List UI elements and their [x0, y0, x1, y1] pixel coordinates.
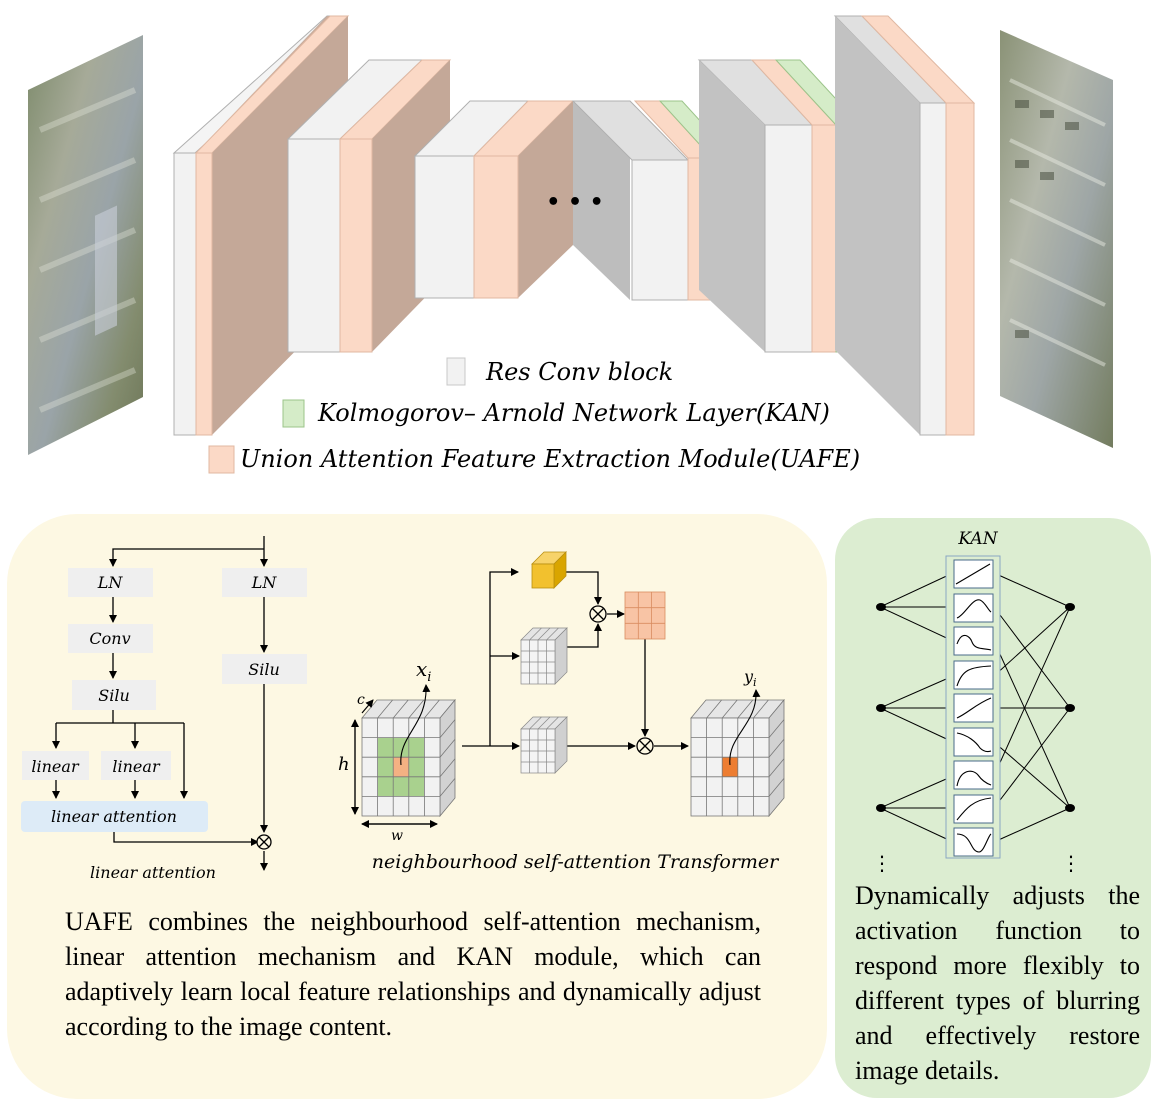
nsa-flow-arrows: [462, 568, 689, 755]
silu-left-box: Silu: [72, 680, 156, 710]
decoder-stage-1: [833, 15, 976, 436]
svg-text:LN: LN: [251, 573, 278, 592]
svg-text:linear: linear: [112, 757, 161, 776]
svg-text:linear attention: linear attention: [51, 807, 177, 826]
kan-description: Dynamically adjusts the activation funct…: [855, 881, 1140, 1085]
kan-vdots-left: ⋮: [872, 851, 892, 875]
kan-activation-column: [945, 555, 1001, 859]
linear-attention-caption: linear attention: [90, 863, 216, 882]
linear-box-1: linear: [22, 751, 89, 780]
legend-swatch-kan: [282, 399, 305, 428]
c-label: c: [357, 692, 365, 708]
attention-map-grid: [624, 591, 666, 640]
ln-left-box: LN: [68, 568, 153, 597]
svg-text:linear: linear: [31, 757, 80, 776]
linear-attention-branch: [52, 536, 272, 871]
nsa-output-grid: [690, 689, 785, 818]
svg-text:Silu: Silu: [248, 660, 280, 679]
svg-text:Conv: Conv: [89, 629, 130, 648]
legend-label-uafe: Union Attention Feature Extraction Modul…: [240, 445, 860, 473]
legend-label-res-conv: Res Conv block: [485, 358, 673, 386]
uafe-description: UAFE combines the neighbourhood self-att…: [65, 907, 761, 1041]
query-cube: [531, 551, 567, 589]
w-label: w: [391, 828, 403, 844]
ellipsis-dots: • • •: [546, 190, 604, 215]
legend-label-kan: Kolmogorov– Arnold Network Layer(KAN): [317, 399, 830, 427]
input-blurred-image: [28, 35, 143, 455]
nsa-input-grid: [361, 684, 456, 818]
ln-right-box: LN: [222, 568, 307, 597]
linear-box-2: linear: [101, 751, 171, 780]
silu-right-box: Silu: [222, 654, 307, 684]
linear-attention-box: linear attention: [21, 801, 208, 832]
kan-nodes: [876, 603, 1075, 812]
kan-network: [879, 572, 1071, 843]
nsa-caption: neighbourhood self-attention Transformer: [372, 851, 780, 873]
bottleneck-block: [571, 100, 690, 301]
encoder-stage-3: [413, 100, 575, 299]
kan-title: KAN: [957, 529, 998, 549]
key-grid: [520, 627, 568, 685]
conv-box: Conv: [68, 624, 153, 653]
value-grid: [520, 716, 568, 774]
h-label: h: [338, 754, 350, 775]
output-restored-image: [1000, 30, 1113, 448]
dimension-arrows: [351, 699, 438, 828]
x-i-label: xi: [416, 657, 431, 685]
y-i-label: yi: [743, 667, 757, 689]
decoder-stage-2: [697, 59, 862, 353]
legend-swatch-uafe: [208, 445, 235, 474]
kan-vdots-right: ⋮: [1061, 851, 1081, 875]
legend-swatch-res-conv: [446, 357, 466, 386]
svg-text:Silu: Silu: [98, 686, 130, 705]
legend: Res Conv block Kolmogorov– Arnold Networ…: [208, 357, 860, 474]
svg-text:LN: LN: [97, 573, 124, 592]
